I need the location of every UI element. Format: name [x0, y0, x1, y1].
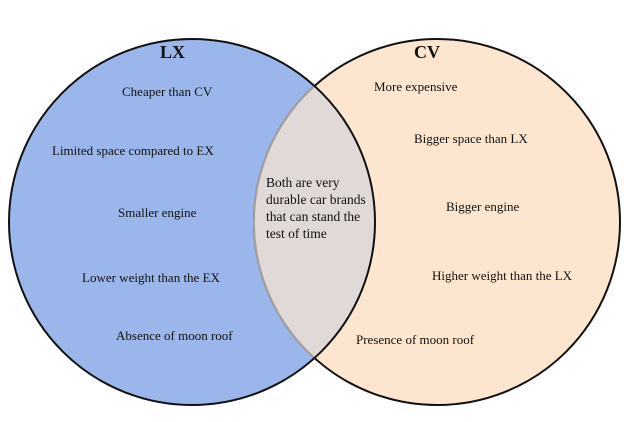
- left-item: Cheaper than CV: [122, 84, 213, 99]
- left-title: LX: [160, 42, 186, 62]
- left-circle-outline: [8, 38, 376, 406]
- left-item: Limited space compared to EX: [52, 143, 214, 158]
- overlap-text: Both are very durable car brands that ca…: [266, 175, 366, 241]
- left-item: Smaller engine: [118, 205, 197, 220]
- right-item: Bigger space than LX: [414, 131, 528, 146]
- right-circle-inner-outline: [253, 39, 375, 405]
- left-item: Lower weight than the EX: [82, 270, 220, 285]
- right-title: CV: [414, 42, 440, 62]
- right-item: More expensive: [374, 79, 458, 94]
- right-item: Higher weight than the LX: [432, 268, 573, 283]
- left-item: Absence of moon roof: [116, 328, 233, 343]
- right-item: Bigger engine: [446, 199, 520, 214]
- overlap-region: [254, 39, 375, 405]
- right-item: Presence of moon roof: [356, 332, 475, 347]
